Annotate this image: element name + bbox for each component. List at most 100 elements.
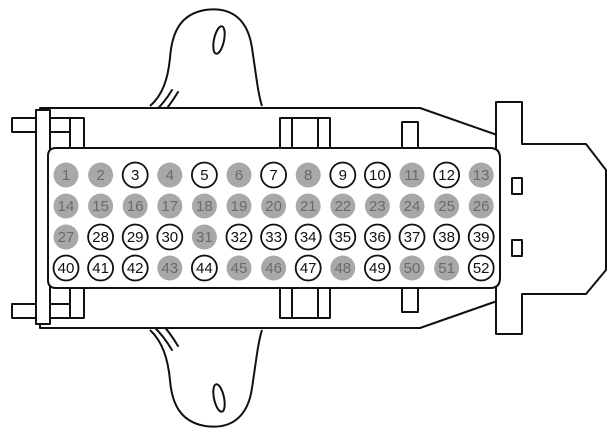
pin-18: 18 (191, 193, 217, 219)
pin-19: 19 (226, 193, 252, 219)
pin-circle (467, 223, 495, 251)
pin-circle (363, 161, 391, 189)
pin-49: 49 (363, 254, 391, 282)
left-flange-clip-bottom (69, 283, 85, 319)
top-detent-slot (401, 121, 419, 151)
pin-label: 51 (438, 260, 455, 277)
pin-33: 33 (260, 223, 288, 251)
pin-43: 43 (157, 255, 183, 281)
pin-15: 15 (88, 193, 114, 219)
pin-38: 38 (433, 223, 461, 251)
pin-label: 45 (231, 260, 248, 277)
pin-label: 13 (473, 167, 490, 184)
pin-37: 37 (398, 223, 426, 251)
pin-label: 30 (161, 229, 178, 246)
pin-23: 23 (364, 193, 390, 219)
pin-26: 26 (468, 193, 494, 219)
pin-circle (191, 224, 217, 250)
pin-label: 4 (166, 167, 174, 184)
pin-label: 40 (58, 260, 75, 277)
pin-label: 19 (231, 198, 248, 215)
pin-28: 28 (87, 223, 114, 251)
pin-circle (294, 254, 322, 282)
pin-circle (226, 162, 252, 188)
pin-label: 14 (58, 198, 75, 215)
pin-circle (122, 193, 148, 219)
pin-circle (363, 223, 391, 251)
pin-circle (121, 223, 149, 251)
pin-circle (190, 254, 218, 282)
pin-31: 31 (191, 224, 217, 250)
pin-label: 31 (196, 229, 213, 246)
pin-label: 8 (304, 167, 312, 184)
pin-label: 22 (334, 198, 351, 215)
pin-circle (157, 255, 183, 281)
pin-circle (157, 162, 183, 188)
pin-label: 46 (265, 260, 282, 277)
pin-20: 20 (261, 193, 287, 219)
pin-circle (260, 161, 288, 189)
pin-13: 13 (468, 162, 494, 188)
pin-label: 42 (127, 260, 144, 277)
pin-label: 27 (58, 229, 75, 246)
pin-label: 1 (62, 167, 70, 184)
pin-circle (53, 193, 79, 219)
pin-circle (364, 193, 390, 219)
bottom-guide-block (279, 287, 331, 319)
pin-label: 29 (127, 229, 144, 246)
pin-label: 25 (438, 198, 455, 215)
pin-circle (157, 193, 183, 219)
pin-circle (329, 161, 357, 189)
pin-label: 7 (269, 167, 277, 184)
pin-circle (468, 193, 494, 219)
pin-label: 44 (196, 260, 213, 277)
pin-circle (87, 223, 114, 251)
pin-label: 12 (438, 167, 455, 184)
pin-label: 18 (196, 198, 213, 215)
pin-label: 32 (231, 229, 248, 246)
pin-label: 48 (334, 260, 351, 277)
pin-6: 6 (226, 162, 252, 188)
pin-5: 5 (190, 161, 218, 189)
pin-circle (467, 254, 495, 282)
pin-46: 46 (261, 255, 287, 281)
pin-17: 17 (157, 193, 183, 219)
pin-41: 41 (87, 254, 114, 282)
pin-25: 25 (434, 193, 460, 219)
latch-notch-bottom (511, 239, 523, 257)
pin-circle (433, 223, 461, 251)
pin-circle (261, 255, 287, 281)
pin-label: 39 (473, 229, 490, 246)
pin-circle (363, 254, 391, 282)
pin-42: 42 (121, 254, 149, 282)
pin-label: 50 (404, 260, 421, 277)
pin-label: 5 (200, 167, 208, 184)
pin-35: 35 (329, 223, 357, 251)
pin-14: 14 (53, 193, 79, 219)
pin-circle (329, 223, 357, 251)
pin-label: 23 (369, 198, 386, 215)
left-flange-clip-top (69, 117, 85, 153)
pin-45: 45 (226, 255, 252, 281)
latch-notch-top (511, 177, 523, 195)
pin-circle (434, 255, 460, 281)
pin-label: 20 (265, 198, 282, 215)
pin-9: 9 (329, 161, 357, 189)
pin-circle (330, 255, 356, 281)
pin-circle (88, 193, 114, 219)
pin-label: 36 (369, 229, 386, 246)
pin-label: 34 (300, 229, 317, 246)
pin-50: 50 (399, 255, 425, 281)
pin-label: 52 (473, 260, 490, 277)
pin-label: 16 (127, 198, 144, 215)
pin-label: 17 (161, 198, 178, 215)
pin-circle (399, 162, 425, 188)
pin-label: 33 (265, 229, 282, 246)
top-mounting-ear (149, 8, 263, 107)
pin-32: 32 (225, 223, 253, 251)
pin-label: 49 (369, 260, 386, 277)
pin-12: 12 (433, 161, 461, 189)
pin-circle (330, 193, 356, 219)
